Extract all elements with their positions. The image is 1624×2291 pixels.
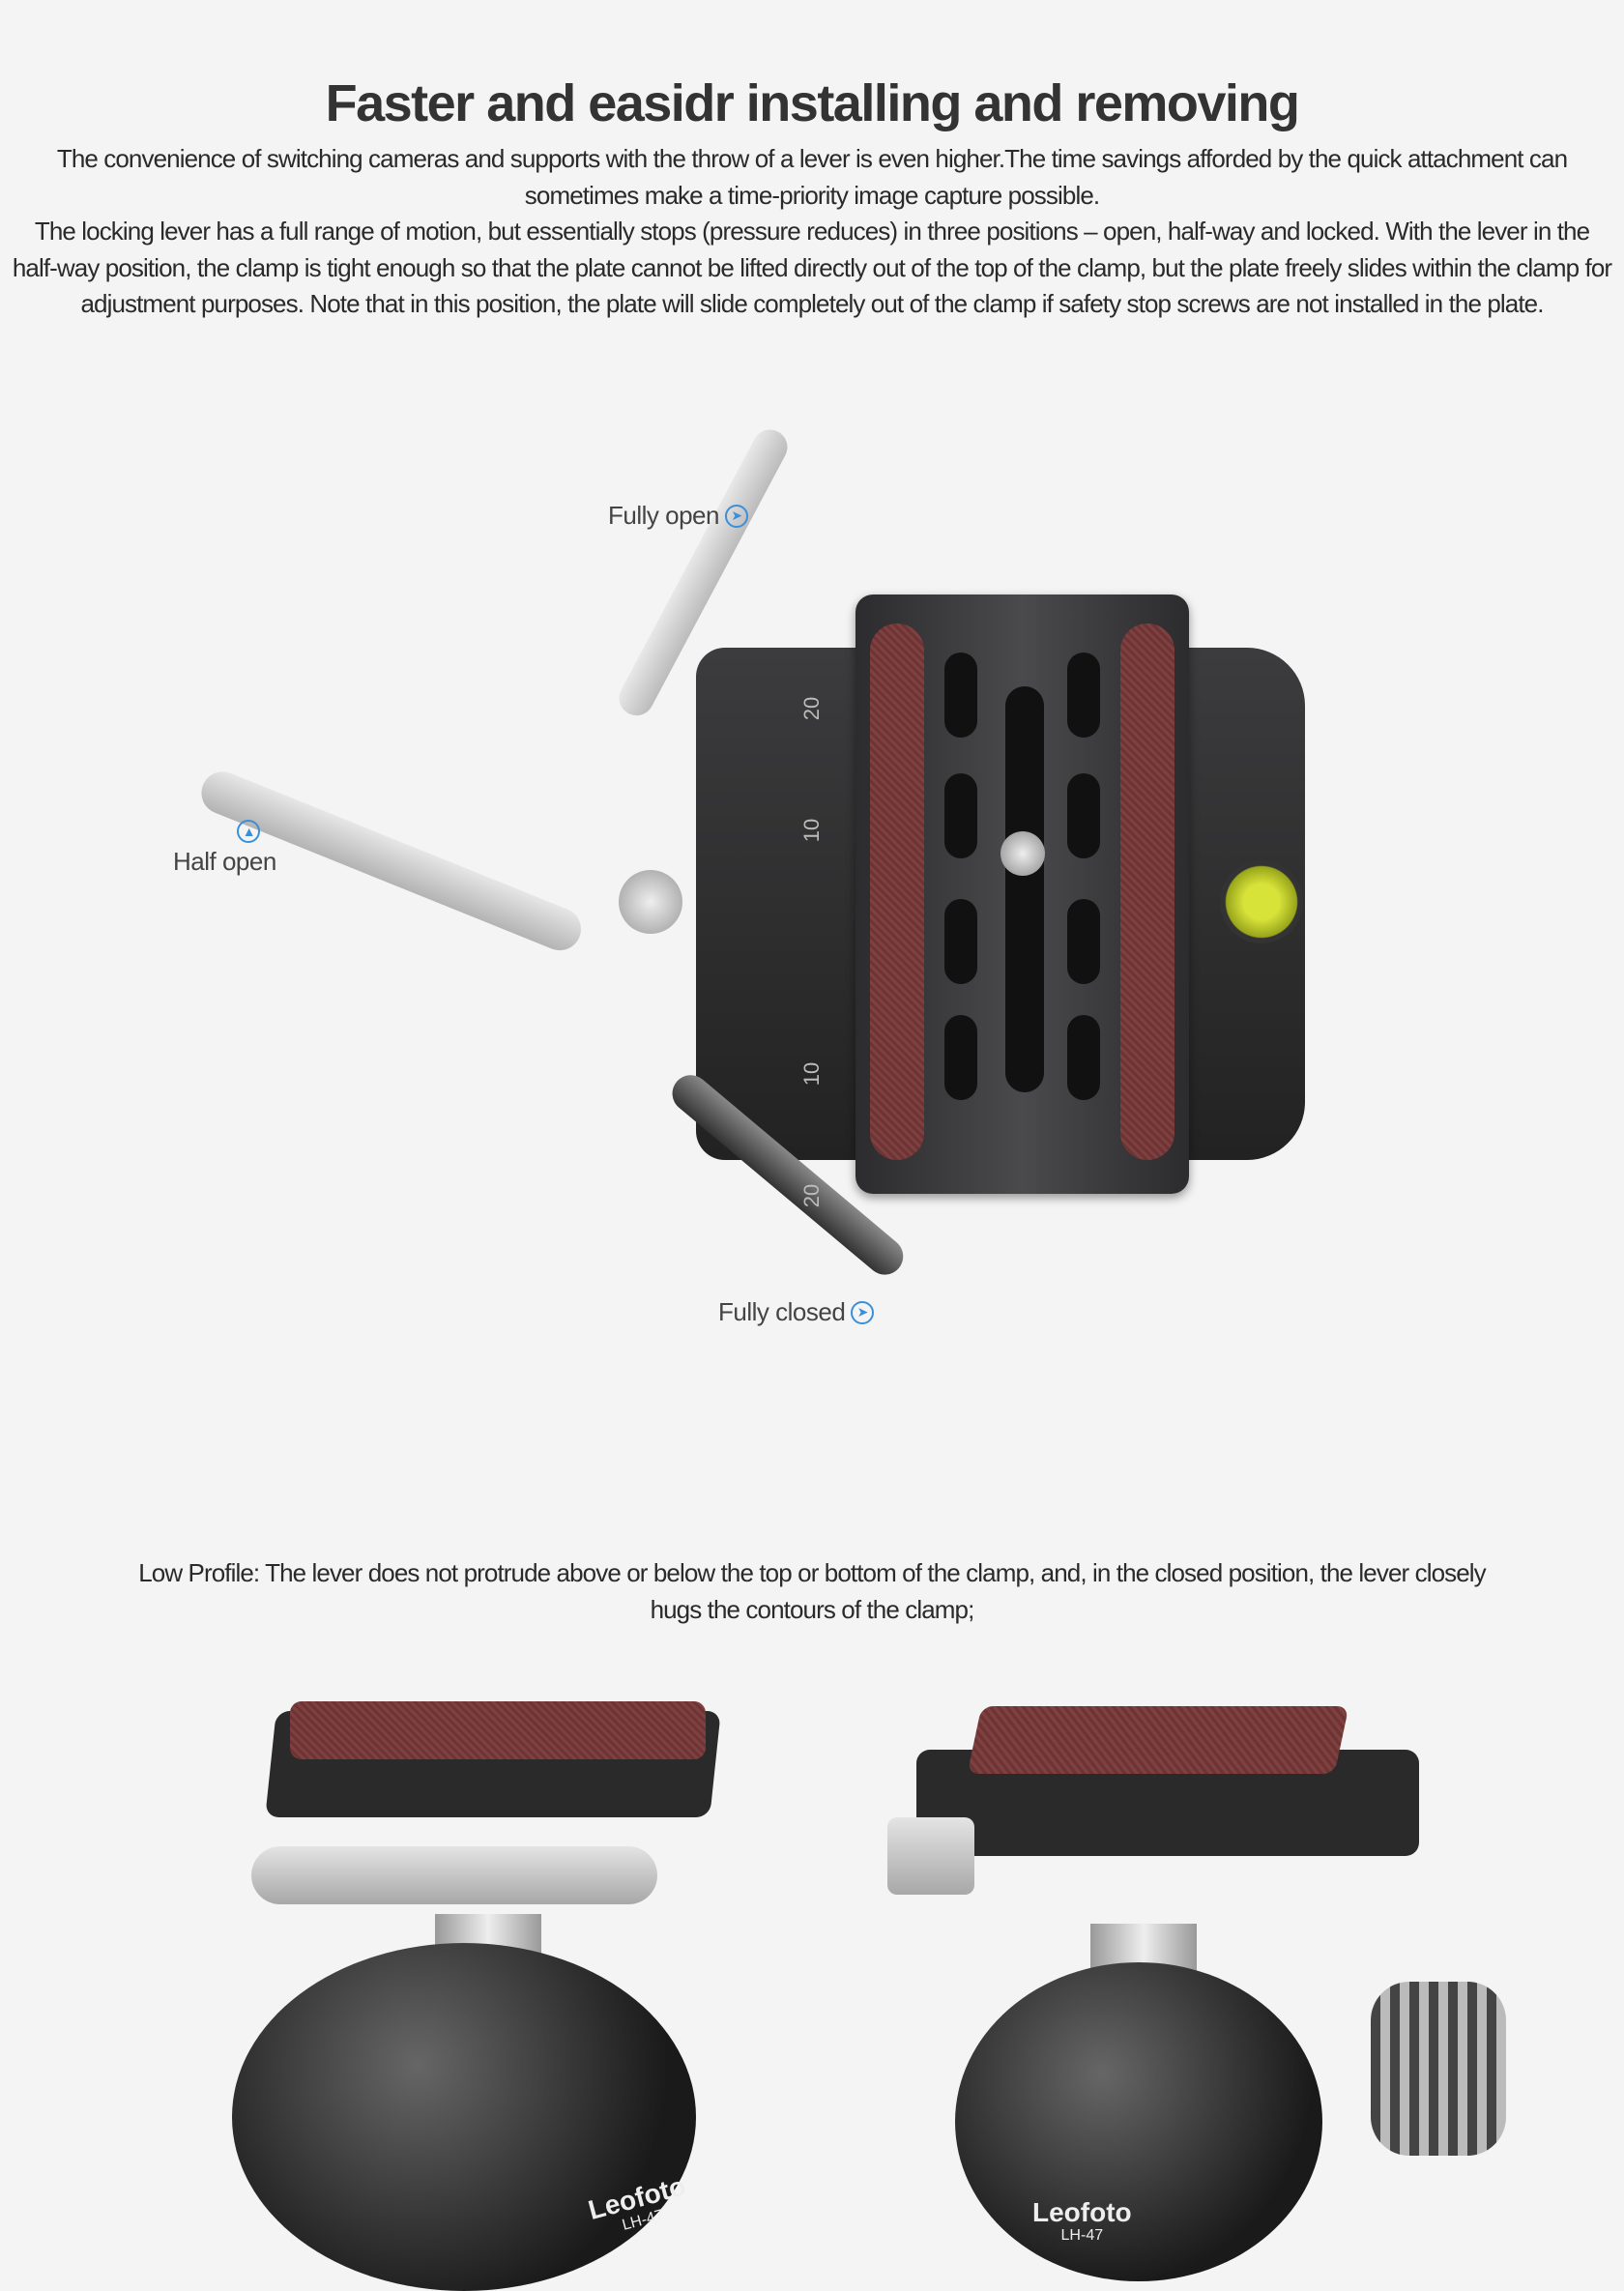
plate-slot — [944, 652, 977, 738]
intro-text: The convenience of switching cameras and… — [12, 141, 1612, 323]
label-fully-open: Fully open ➤ — [608, 501, 748, 531]
lever-pivot — [619, 870, 682, 934]
page-title: Faster and easidr installing and removin… — [325, 74, 1300, 132]
intro-paragraph-2: The locking lever has a full range of mo… — [12, 217, 1612, 318]
plate-slot — [1067, 652, 1100, 738]
scale-mark: 10 — [799, 818, 825, 843]
rubber-pad-right — [1120, 624, 1174, 1160]
plate-slot — [944, 1015, 977, 1100]
low-profile-text: Low Profile: The lever does not protrude… — [138, 1558, 1486, 1624]
model-name: LH-47 — [1060, 2227, 1104, 2244]
plate-center-slot — [1005, 686, 1044, 1092]
product-photo-right: Leofoto LH-47 — [858, 1701, 1525, 2281]
rubber-pad-left — [870, 624, 924, 1160]
arrow-right-icon: ➤ — [724, 504, 748, 528]
scale-mark: 20 — [799, 696, 825, 721]
scale-mark: 20 — [799, 1183, 825, 1208]
plate-slot — [944, 899, 977, 984]
label-fully-closed: Fully closed ➤ — [718, 1297, 875, 1327]
brand-name: Leofoto — [1032, 2197, 1132, 2227]
mounting-screw — [1000, 831, 1045, 876]
label-half-open: ▲ Half open — [173, 820, 276, 877]
quick-release-plate — [856, 594, 1189, 1194]
intro-paragraph-1: The convenience of switching cameras and… — [56, 144, 1568, 210]
arrow-up-icon: ▲ — [237, 820, 261, 843]
brand-logo: Leofoto LH-47 — [1032, 2199, 1132, 2244]
scale-mark: 10 — [799, 1061, 825, 1087]
plate-slot — [1067, 1015, 1100, 1100]
plate-slot — [1067, 773, 1100, 858]
arrow-right-icon: ➤ — [851, 1300, 875, 1324]
bubble-level — [1220, 860, 1303, 943]
plate-slot — [944, 773, 977, 858]
plate-slot — [1067, 899, 1100, 984]
scale-left: 20 10 0 10 20 — [799, 696, 825, 1208]
product-photo-left: Leofoto LH-47 — [135, 1701, 725, 2291]
